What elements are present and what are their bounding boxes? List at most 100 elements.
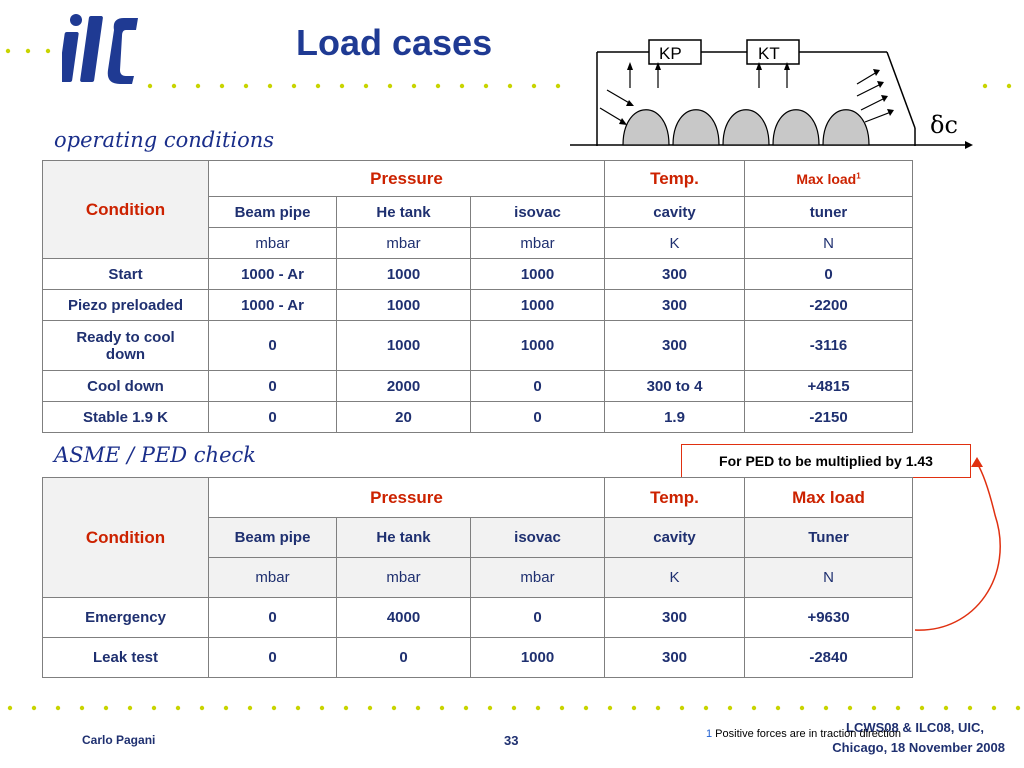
decorative-dot (55, 705, 61, 711)
decorative-dot (103, 705, 109, 711)
decorative-dot (439, 705, 445, 711)
row-condition: Start (42, 258, 209, 290)
decorative-dot (339, 83, 345, 89)
decorative-dot (31, 705, 37, 711)
decorative-dot (175, 705, 181, 711)
conference-info-line2: Chicago, 18 November 2008 (832, 740, 1005, 755)
decorative-dot (147, 83, 153, 89)
units-row: mbar mbar mbar K N (43, 227, 914, 259)
decorative-dot (982, 83, 988, 89)
kp-label: KP (659, 44, 682, 63)
decorative-dot (919, 705, 925, 711)
decorative-dot (727, 705, 733, 711)
table-cell: -2840 (744, 637, 914, 678)
row-condition: Emergency (42, 597, 209, 638)
decorative-dot (1015, 705, 1021, 711)
decorative-dot (171, 83, 177, 89)
unit-cell: mbar (336, 557, 471, 598)
unit-cell: mbar (336, 227, 471, 259)
table-cell: 0 (336, 637, 471, 678)
table-cell: -2200 (744, 289, 914, 321)
table-cell: +9630 (744, 597, 914, 638)
max-load-header: Max load (744, 477, 914, 518)
subheader-he-tank: He tank (336, 196, 471, 228)
decorative-dot (459, 83, 465, 89)
subheader-row: Beam pipe He tank isovac cavity Tuner (43, 517, 914, 558)
row-condition: Cool down (42, 370, 209, 402)
pressure-header: Pressure (207, 160, 606, 197)
max-load-header: Max load1 (744, 160, 914, 197)
decorative-dot (507, 83, 513, 89)
ped-note-arrow (914, 457, 1001, 631)
cavity-tuner-diagram: KP KT δc (570, 39, 973, 149)
decorative-dot (199, 705, 205, 711)
table-cell: 300 (604, 258, 746, 290)
table-cell: 4000 (336, 597, 471, 638)
table-cell: 0 (208, 637, 337, 678)
unit-cell: K (604, 227, 746, 259)
decorative-dot (387, 83, 393, 89)
operating-conditions-table: Condition Pressure Temp. Max load1 Beam … (42, 160, 914, 433)
table-cell: -2150 (744, 401, 914, 433)
subheader-cavity: cavity (604, 517, 746, 558)
decorative-dot (1006, 83, 1012, 89)
table-cell: 0 (208, 401, 337, 433)
table-cell: 1000 (336, 258, 471, 290)
table-row: Start 1000 - Ar 1000 1000 300 0 (42, 258, 914, 290)
decorative-dot (271, 705, 277, 711)
decorative-dot (583, 705, 589, 711)
subheader-isovac: isovac (469, 517, 606, 558)
row-condition: Ready to cool down (42, 320, 209, 371)
table-cell: 1000 (469, 289, 606, 321)
top-dotted-line (147, 83, 1012, 89)
units-row: mbar mbar mbar K N (43, 557, 914, 598)
subheader-beam-pipe: Beam pipe (208, 196, 337, 228)
table-row: Ready to cool down 0 1000 1000 300 -3116 (42, 320, 914, 371)
decorative-dot (751, 705, 757, 711)
decorative-dot (79, 705, 85, 711)
decorative-dot (367, 705, 373, 711)
decorative-dot (871, 705, 877, 711)
table-cell: 0 (469, 370, 606, 402)
table-cell: 1000 (469, 637, 606, 678)
table-cell: 300 (604, 320, 746, 371)
decorative-dot (895, 705, 901, 711)
table-cell: 1000 (336, 320, 471, 371)
decorative-dot (223, 705, 229, 711)
table-cell: 0 (208, 370, 337, 402)
subheader-tuner: tuner (744, 196, 914, 228)
unit-cell: mbar (208, 557, 337, 598)
subheader-he-tank: He tank (336, 517, 471, 558)
decorative-dot (391, 705, 397, 711)
table-cell: 300 (604, 289, 746, 321)
decorative-dot (411, 83, 417, 89)
table-cell: 20 (336, 401, 471, 433)
decorative-dot (967, 705, 973, 711)
decorative-dot (127, 705, 133, 711)
bottom-dotted-line (7, 705, 1021, 711)
decorative-dot (991, 705, 997, 711)
temp-header: Temp. (604, 477, 746, 518)
ilc-logo: ilc (62, 14, 138, 84)
decorative-dot (219, 83, 225, 89)
decorative-dot (555, 83, 561, 89)
decorative-dot (679, 705, 685, 711)
subheader-tuner: Tuner (744, 517, 914, 558)
decorative-dot (531, 83, 537, 89)
table-row: Leak test 0 0 1000 300 -2840 (42, 637, 914, 678)
decorative-dot (315, 83, 321, 89)
conference-info-line1: LCWS08 & ILC08, UIC, (846, 720, 984, 735)
table-cell: 1000 - Ar (208, 258, 337, 290)
decorative-dot (487, 705, 493, 711)
condition-header: Condition (42, 160, 209, 259)
decorative-dot (7, 705, 13, 711)
row-condition: Stable 1.9 K (42, 401, 209, 433)
slide-title: Load cases (296, 22, 493, 63)
decorative-dot (243, 83, 249, 89)
table-cell: 1000 - Ar (208, 289, 337, 321)
table-cell: 0 (469, 597, 606, 638)
table-row: Stable 1.9 K 0 20 0 1.9 -2150 (42, 401, 914, 433)
decorative-dot (631, 705, 637, 711)
temp-header: Temp. (604, 160, 746, 197)
page-number: 33 (504, 733, 519, 748)
